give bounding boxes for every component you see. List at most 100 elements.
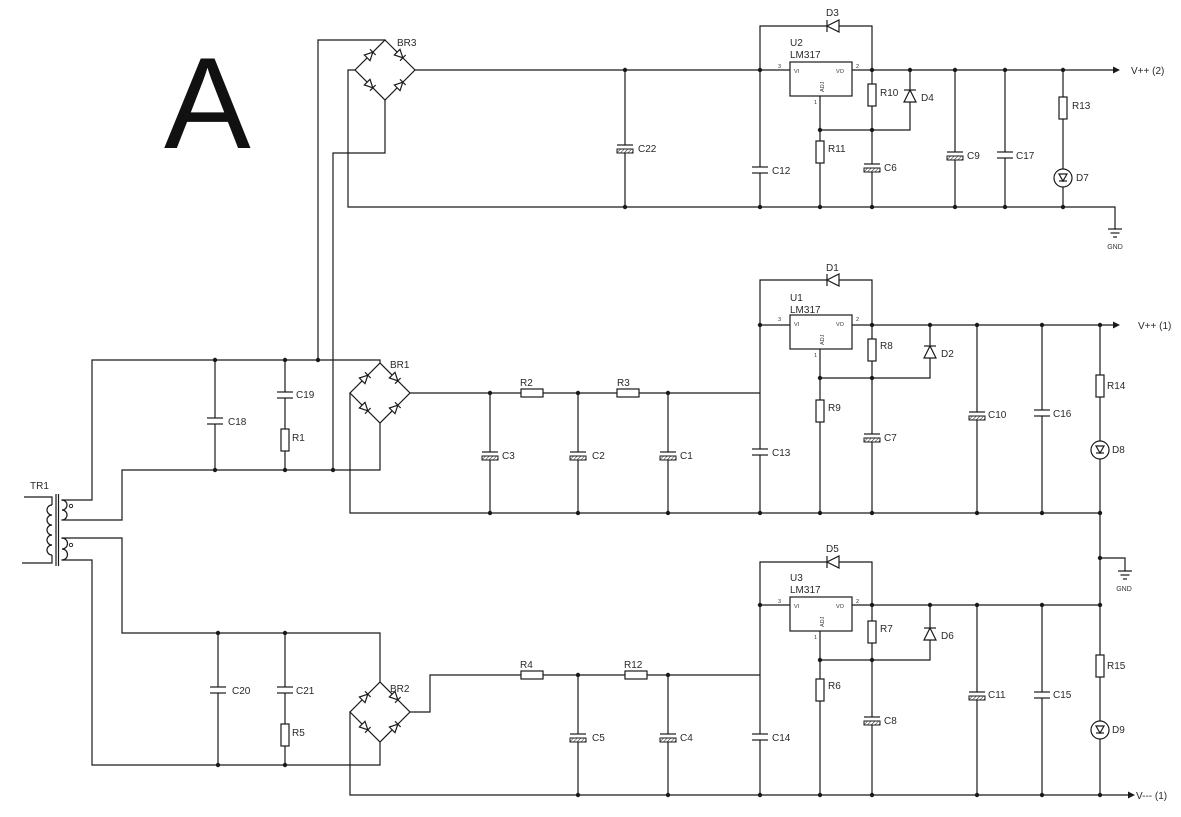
resistor-r1	[280, 428, 290, 452]
pin-number-output: 2	[856, 64, 859, 70]
junction-dot	[622, 67, 628, 73]
capacitor-c10	[967, 411, 987, 421]
junction-dot	[487, 510, 493, 516]
label-r5: R5	[292, 728, 305, 739]
junction-dot	[212, 357, 218, 363]
label-d3: D3	[826, 8, 839, 19]
led-d9	[1090, 720, 1110, 740]
junction-dot	[907, 67, 913, 73]
junction-dot	[869, 375, 875, 381]
polarity-dot	[68, 503, 74, 509]
ground-label: GND	[1116, 586, 1132, 593]
pin-number-input: 3	[778, 317, 781, 323]
capacitor-c4	[658, 733, 678, 743]
label-c17: C17	[1016, 151, 1035, 162]
resistor-r5	[280, 723, 290, 747]
junction-dot	[1097, 792, 1103, 798]
label-r14: R14	[1107, 381, 1126, 392]
junction-dot	[1060, 67, 1066, 73]
capacitor-c14	[750, 733, 770, 741]
label-r12: R12	[624, 660, 643, 671]
label-c3: C3	[502, 451, 515, 462]
junction-dot	[1097, 322, 1103, 328]
junction-dot	[1039, 792, 1045, 798]
junction-dot	[757, 204, 763, 210]
label-c8: C8	[884, 716, 897, 727]
ground-label: GND	[1107, 244, 1123, 251]
capacitor-c17	[995, 151, 1015, 159]
resistor-r12	[624, 670, 648, 680]
label-r7: R7	[880, 624, 893, 635]
label-r8: R8	[880, 341, 893, 352]
label-c2: C2	[592, 451, 605, 462]
rail-label-v-neg-1: V--- (1)	[1136, 791, 1167, 802]
label-d2: D2	[941, 349, 954, 360]
junction-dot	[1097, 555, 1103, 561]
resistor-r7	[867, 620, 877, 644]
pin-label-vo: VO	[836, 604, 845, 610]
pin-label-vi: VI	[794, 604, 800, 610]
junction-dot	[927, 322, 933, 328]
junction-dot	[974, 510, 980, 516]
junction-dot	[817, 204, 823, 210]
label-r1: R1	[292, 433, 305, 444]
resistor-r13	[1058, 96, 1068, 120]
capacitor-c15	[1032, 691, 1052, 699]
junction-dot	[315, 357, 321, 363]
pin-label-adj: ADJ	[820, 616, 826, 627]
junction-dots	[212, 67, 1103, 798]
transformer-tr1	[22, 494, 74, 566]
label-c15: C15	[1053, 690, 1072, 701]
junction-dot	[1060, 204, 1066, 210]
junction-dot	[869, 67, 875, 73]
label-r3: R3	[617, 378, 630, 389]
capacitor-c20	[208, 686, 228, 694]
junction-dot	[974, 792, 980, 798]
pin-label-vi: VI	[794, 322, 800, 328]
junction-dot	[869, 602, 875, 608]
resistor-r9	[815, 399, 825, 423]
junction-dot	[282, 630, 288, 636]
label-c13: C13	[772, 448, 791, 459]
label-c5: C5	[592, 733, 605, 744]
junction-dot	[1039, 510, 1045, 516]
junction-dot	[817, 792, 823, 798]
junction-dot	[665, 672, 671, 678]
resistor-r8	[867, 338, 877, 362]
label-c20: C20	[232, 686, 251, 697]
label-u3: U3	[790, 573, 803, 584]
pin-label-adj: ADJ	[820, 334, 826, 345]
rail-label-v-pos-1: V++ (1)	[1138, 321, 1171, 332]
regulator-u3: 3 VI VO 2 ADJ 1	[778, 596, 859, 641]
junction-dot	[575, 510, 581, 516]
junction-dot	[927, 602, 933, 608]
primary-leads	[22, 496, 53, 564]
label-d1: D1	[826, 263, 839, 274]
primary-winding	[46, 504, 53, 556]
label-br2: BR2	[390, 684, 410, 695]
junction-dot	[282, 762, 288, 768]
junction-dot	[575, 792, 581, 798]
label-c16: C16	[1053, 409, 1072, 420]
junction-dot	[665, 390, 671, 396]
junction-dot	[212, 467, 218, 473]
label-c21: C21	[296, 686, 315, 697]
resistor-r2	[520, 388, 544, 398]
pin-number-output: 2	[856, 599, 859, 605]
junction-dot	[757, 510, 763, 516]
label-c6: C6	[884, 163, 897, 174]
junction-dot	[869, 127, 875, 133]
capacitor-c19	[275, 391, 295, 399]
pin-label-adj: ADJ	[820, 81, 826, 92]
label-c7: C7	[884, 433, 897, 444]
panel-label: A	[164, 30, 251, 176]
capacitor-c21	[275, 686, 295, 694]
junction-dot	[869, 204, 875, 210]
junction-dot	[575, 390, 581, 396]
junction-dot	[817, 510, 823, 516]
label-u2-part: LM317	[790, 50, 821, 61]
regulator-body	[789, 314, 853, 350]
label-c12: C12	[772, 166, 791, 177]
pin-number-adj: 1	[814, 100, 817, 106]
label-c4: C4	[680, 733, 693, 744]
